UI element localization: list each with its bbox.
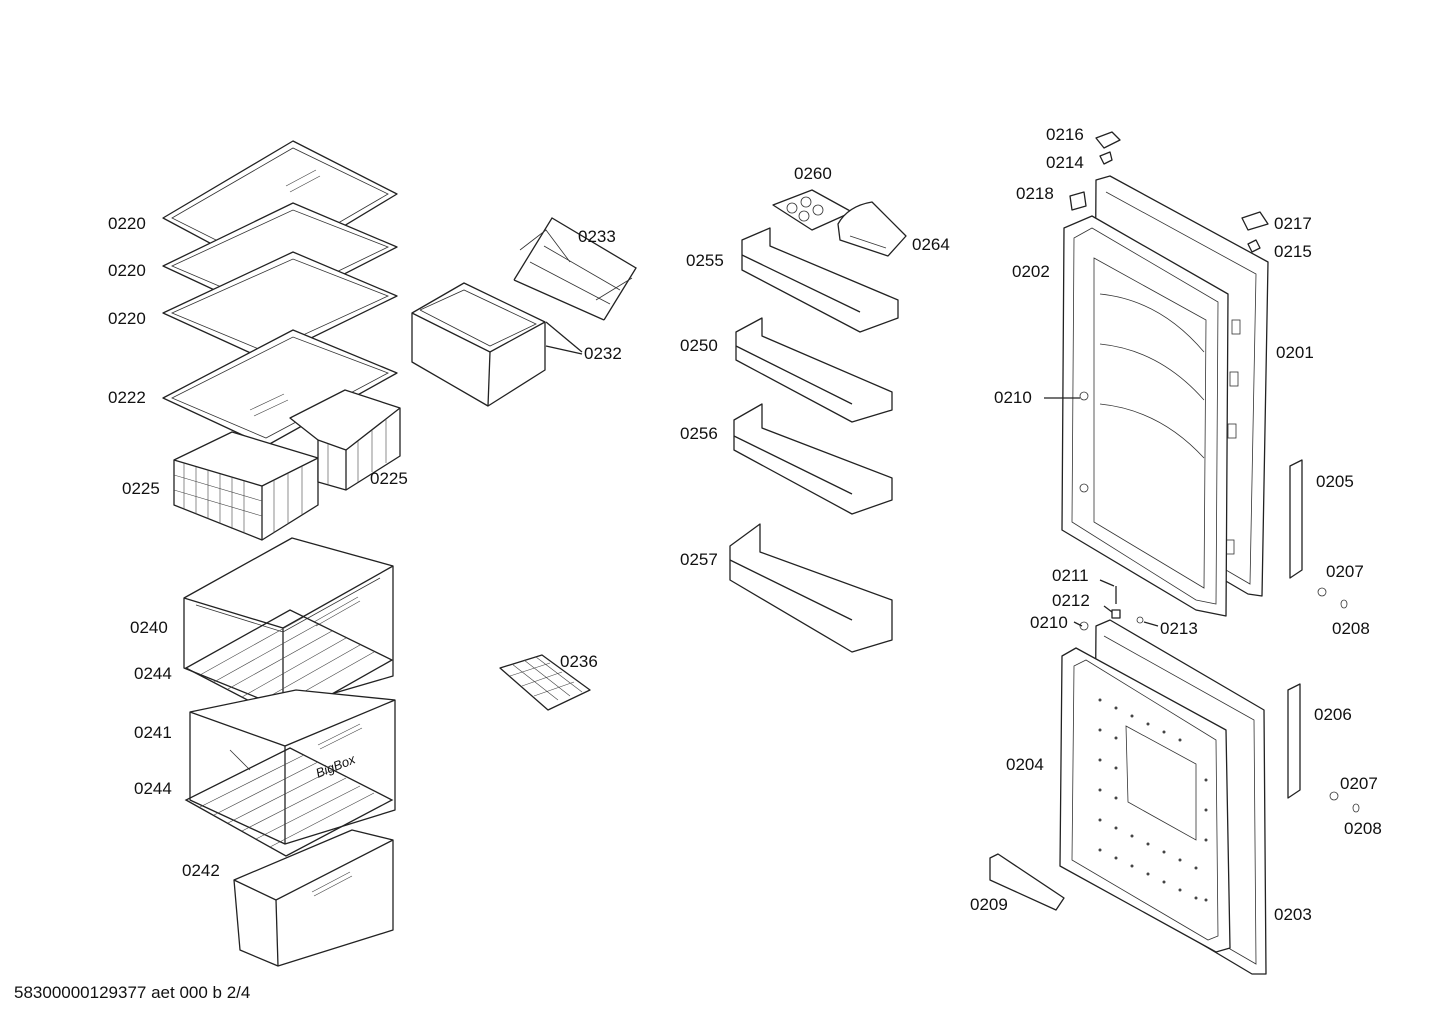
- screws-0207-0208-upper: [1317, 587, 1348, 609]
- hinge-part-0215: [1247, 239, 1261, 253]
- tray-0232: [411, 282, 546, 407]
- wire-basket-0225-right: [289, 389, 401, 491]
- label-0206: 0206: [1314, 705, 1352, 724]
- plate-0218: [1069, 191, 1087, 211]
- wire-rack-0244-lower: [184, 747, 394, 857]
- ice-tray-0236: [499, 654, 591, 711]
- label-0214: 0214: [1046, 153, 1084, 172]
- handle-0205: [1289, 459, 1303, 579]
- door-shelf-0255: [741, 227, 899, 333]
- label-0240: 0240: [130, 618, 168, 637]
- label-0205: 0205: [1316, 472, 1354, 491]
- label-0220-a: 0220: [108, 214, 146, 233]
- door-shelf-0257: [729, 523, 893, 653]
- document-id: 58300000129377 aet 000 b 2/4: [14, 983, 250, 1002]
- label-0264: 0264: [912, 235, 950, 254]
- label-0203: 0203: [1274, 905, 1312, 924]
- label-0216: 0216: [1046, 125, 1084, 144]
- wire-holder-0233: [513, 217, 637, 321]
- label-0208-a: 0208: [1332, 619, 1370, 638]
- label-0222: 0222: [108, 388, 146, 407]
- label-0211: 0211: [1052, 566, 1089, 585]
- label-0209: 0209: [970, 895, 1008, 914]
- crisper-drawer-0242: [233, 829, 394, 967]
- leader-lines: [545, 321, 1159, 627]
- handle-0206: [1287, 683, 1301, 799]
- label-0202: 0202: [1012, 262, 1050, 281]
- label-0215: 0215: [1274, 242, 1312, 261]
- hinge-cover-0217: [1241, 211, 1269, 231]
- label-0212: 0212: [1052, 591, 1090, 610]
- label-0233: 0233: [578, 227, 616, 246]
- label-0241: 0241: [134, 723, 172, 742]
- label-0220-c: 0220: [108, 309, 146, 328]
- label-0255: 0255: [686, 251, 724, 270]
- hinge-parts-0211-0212-0213: [1079, 586, 1144, 631]
- label-0213: 0213: [1160, 619, 1198, 638]
- glass-shelf-0222: [162, 329, 398, 447]
- label-0257: 0257: [680, 550, 718, 569]
- hinge-cover-0216: [1095, 131, 1121, 149]
- door-shelf-0256: [733, 403, 893, 515]
- label-0201: 0201: [1276, 343, 1314, 362]
- door-shelf-0250: [735, 317, 893, 423]
- wire-basket-0225-left: [173, 431, 319, 541]
- crisper-drawer-0241: BigBox: [189, 689, 396, 845]
- label-0225-a: 0225: [122, 479, 160, 498]
- cover-strip-0209: [989, 853, 1065, 911]
- label-0244-b: 0244: [134, 779, 172, 798]
- crisper-drawer-0240: [183, 537, 394, 709]
- label-0217: 0217: [1274, 214, 1312, 233]
- label-0236: 0236: [560, 652, 598, 671]
- label-0210-a: 0210: [994, 388, 1032, 407]
- label-0225-b: 0225: [370, 469, 408, 488]
- label-0218: 0218: [1016, 184, 1054, 203]
- hinge-part-0214: [1099, 151, 1113, 165]
- label-0232: 0232: [584, 344, 622, 363]
- screws-0207-0208-lower: [1329, 791, 1360, 813]
- door-gasket-0204: [1059, 647, 1231, 953]
- label-0250: 0250: [680, 336, 718, 355]
- butter-box-0264: [837, 201, 907, 257]
- label-0242: 0242: [182, 861, 220, 880]
- label-0207-b: 0207: [1340, 774, 1378, 793]
- glass-shelf-0220-lower: [162, 251, 398, 361]
- label-0210-b: 0210: [1030, 613, 1068, 632]
- label-0204: 0204: [1006, 755, 1044, 774]
- label-0208-b: 0208: [1344, 819, 1382, 838]
- label-0244-a: 0244: [134, 664, 172, 683]
- part-labels: 0220 0220 0220 0222 0225 0225 0233 0232 …: [108, 125, 1382, 924]
- dot-pattern: [1098, 698, 1208, 902]
- label-0220-b: 0220: [108, 261, 146, 280]
- label-0256: 0256: [680, 424, 718, 443]
- door-gasket-0202: [1061, 215, 1229, 617]
- label-0207-a: 0207: [1326, 562, 1364, 581]
- label-0260: 0260: [794, 164, 832, 183]
